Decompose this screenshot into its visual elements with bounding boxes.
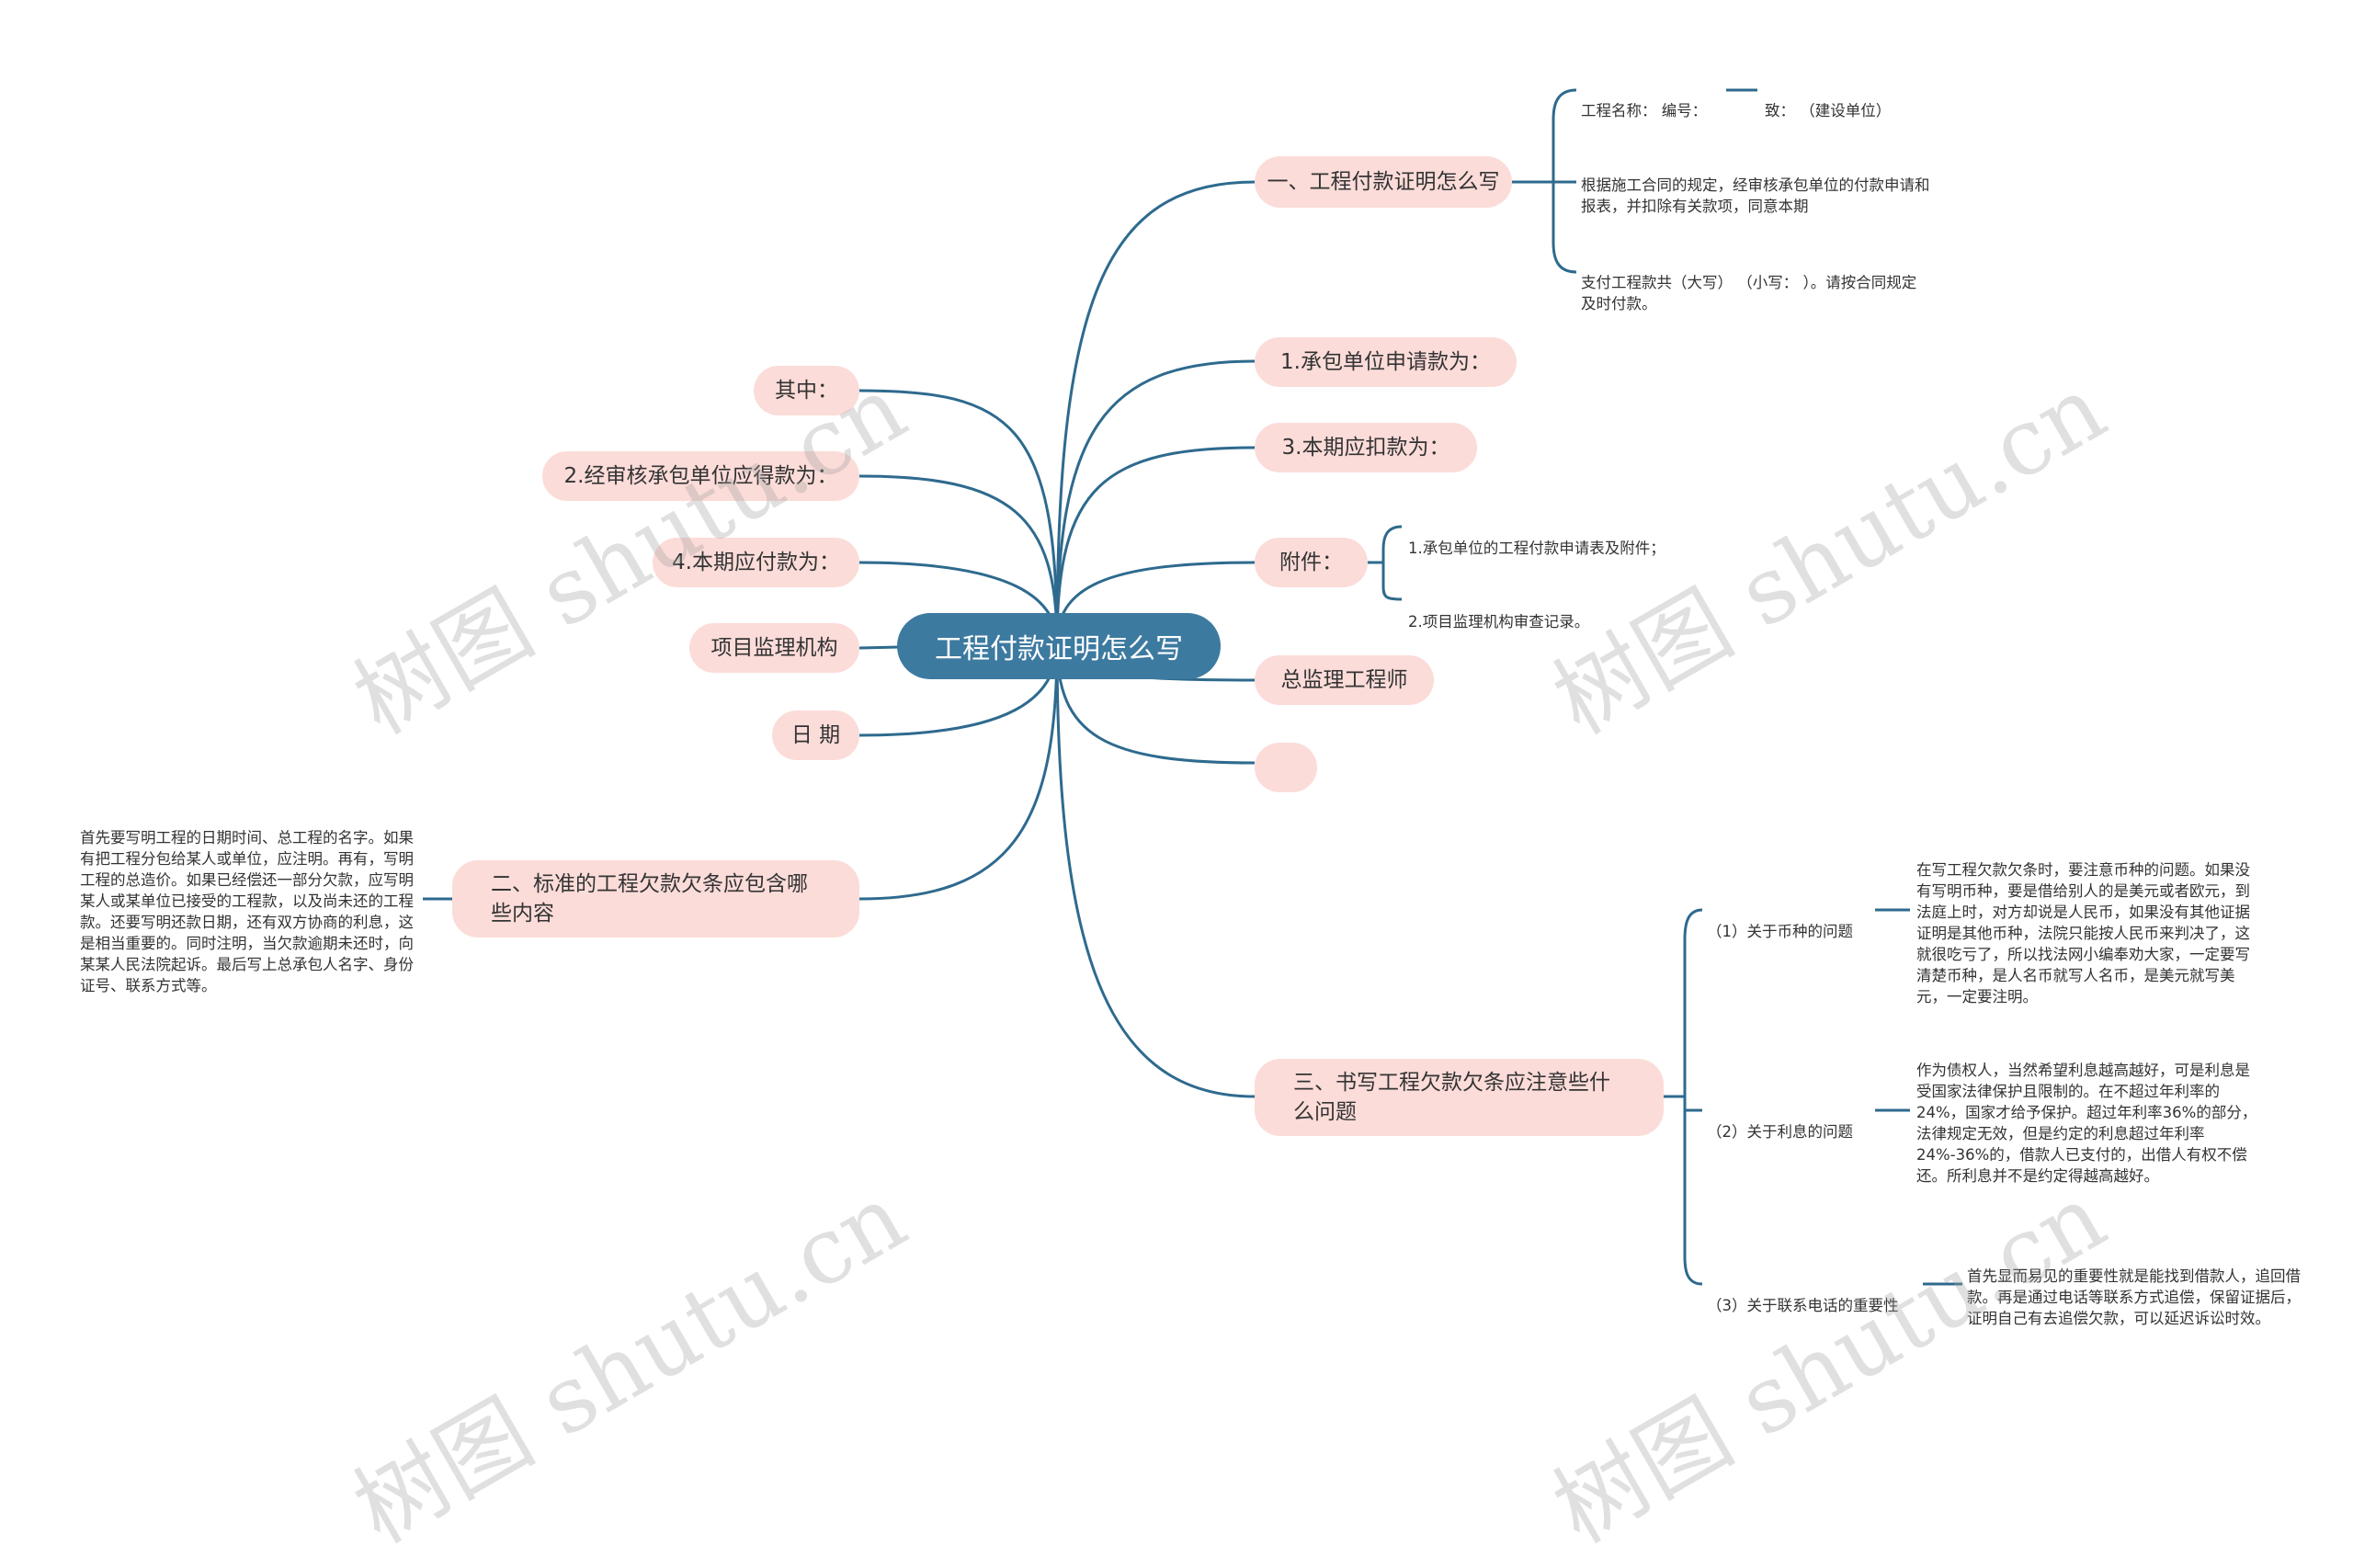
- sub-topic-currency[interactable]: （1）关于币种的问题: [1707, 900, 1853, 942]
- detail-text: 根据施工合同的规定，经审核承包单位的付款申请和报表，并扣除有关款项，同意本期: [1581, 176, 1930, 215]
- sub-topic-label: （3）关于联系电话的重要性: [1707, 1297, 1899, 1314]
- detail-phone: 首先显而易见的重要性就是能找到借款人，追回借款。再是通过电话等联系方式追偿，保留…: [1967, 1244, 2312, 1329]
- topic-empty[interactable]: [1255, 743, 1317, 792]
- detail-text: 作为债权人，当然希望利息越高越好，可是利息是受国家法律保护且限制的。在不超过年利…: [1916, 1062, 2257, 1185]
- root-topic[interactable]: 工程付款证明怎么写: [897, 613, 1221, 679]
- topic-contractor-entitled-amount[interactable]: 2.经审核承包单位应得款为：: [542, 451, 859, 501]
- detail-text: 工程名称： 编号：: [1581, 102, 1708, 119]
- topic-label: 项目监理机构: [710, 636, 838, 660]
- detail-text: 2.项目监理机构审查记录。: [1408, 613, 1590, 631]
- topic-label: 三、书写工程欠款欠条应注意些什么问题: [1293, 1071, 1610, 1124]
- sub-topic-phone[interactable]: （3）关于联系电话的重要性: [1707, 1274, 1899, 1316]
- detail-project-name: 工程名称： 编号：: [1581, 79, 1707, 121]
- topic-attachments[interactable]: 附件：: [1255, 538, 1368, 587]
- topic-contractor-applied-amount[interactable]: 1.承包单位申请款为：: [1255, 337, 1517, 387]
- topic-iou-notes[interactable]: 三、书写工程欠款欠条应注意些什么问题: [1255, 1059, 1664, 1136]
- topic-payment-certificate-how-to-write[interactable]: 一、工程付款证明怎么写: [1255, 156, 1512, 208]
- detail-currency: 在写工程欠款欠条时，要注意币种的问题。如果没有写明币种，要是借给别人的是美元或者…: [1916, 838, 2261, 1007]
- detail-text: 首先显而易见的重要性就是能找到借款人，追回借款。再是通过电话等联系方式追偿，保留…: [1967, 1267, 2301, 1327]
- detail-standard-iou: 首先要写明工程的日期时间、总工程的名字。如果有把工程分包给某人或单位，应注明。再…: [80, 806, 418, 996]
- topic-deduction-amount[interactable]: 3.本期应扣款为：: [1255, 423, 1477, 472]
- detail-text: 在写工程欠款欠条时，要注意币种的问题。如果没有写明币种，要是借给别人的是美元或者…: [1916, 861, 2250, 1006]
- topic-label: 附件：: [1279, 551, 1343, 574]
- root-topic-label: 工程付款证明怎么写: [935, 633, 1183, 665]
- detail-text: 首先要写明工程的日期时间、总工程的名字。如果有把工程分包给某人或单位，应注明。再…: [80, 829, 414, 994]
- topic-payable-amount[interactable]: 4.本期应付款为：: [653, 538, 859, 587]
- sub-topic-label: （1）关于币种的问题: [1707, 923, 1853, 940]
- detail-interest: 作为债权人，当然希望利息越高越好，可是利息是受国家法律保护且限制的。在不超过年利…: [1916, 1039, 2261, 1187]
- detail-text: 致： （建设单位）: [1765, 102, 1892, 119]
- topic-supervision-agency[interactable]: 项目监理机构: [689, 623, 859, 673]
- detail-text: 支付工程款共（大写） （小写： ）。请按合同规定及时付款。: [1581, 274, 1917, 312]
- topic-chief-supervisor[interactable]: 总监理工程师: [1255, 655, 1434, 705]
- detail-attachment-1: 1.承包单位的工程付款申请表及附件；: [1408, 517, 1665, 559]
- topic-label: 一、工程付款证明怎么写: [1267, 170, 1500, 194]
- sub-topic-interest[interactable]: （2）关于利息的问题: [1707, 1100, 1853, 1142]
- detail-contract-basis: 根据施工合同的规定，经审核承包单位的付款申请和报表，并扣除有关款项，同意本期: [1581, 153, 1930, 217]
- detail-payment-amount: 支付工程款共（大写） （小写： ）。请按合同规定及时付款。: [1581, 251, 1921, 314]
- topic-label: 二、标准的工程欠款欠条应包含哪些内容: [491, 872, 808, 926]
- topic-label: 3.本期应扣款为：: [1281, 436, 1450, 460]
- topic-date[interactable]: 日 期: [772, 710, 859, 760]
- detail-to-client: 致： （建设单位）: [1765, 79, 1891, 121]
- topic-label: 总监理工程师: [1280, 668, 1408, 692]
- sub-topic-label: （2）关于利息的问题: [1707, 1123, 1853, 1141]
- topic-standard-iou-contents[interactable]: 二、标准的工程欠款欠条应包含哪些内容: [452, 860, 859, 937]
- topic-among-which[interactable]: 其中：: [754, 366, 859, 415]
- topic-label: 日 期: [790, 723, 841, 747]
- detail-text: 1.承包单位的工程付款申请表及附件；: [1408, 540, 1665, 557]
- topic-label: 其中：: [775, 379, 838, 403]
- topic-label: 4.本期应付款为：: [672, 551, 840, 574]
- detail-attachment-2: 2.项目监理机构审查记录。: [1408, 590, 1589, 632]
- topic-label: 1.承包单位申请款为：: [1280, 350, 1491, 374]
- topic-label: 2.经审核承包单位应得款为：: [563, 464, 838, 488]
